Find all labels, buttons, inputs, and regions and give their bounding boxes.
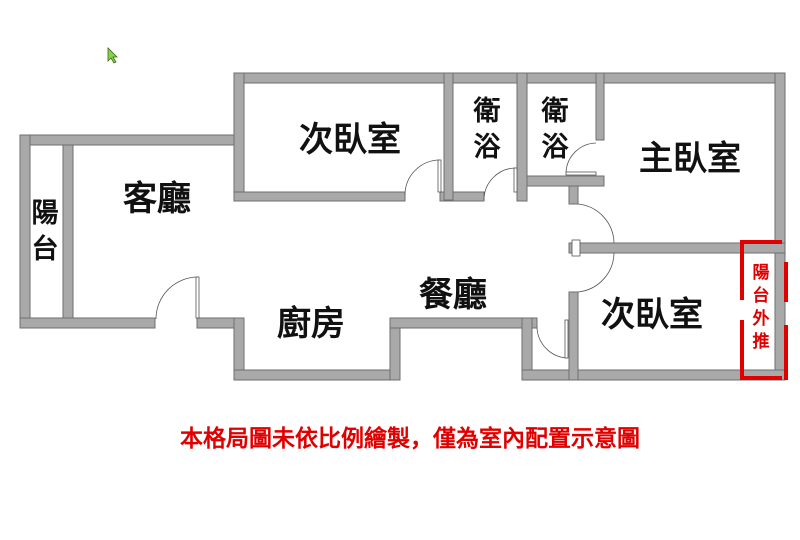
balcony-ext-label-2: 台: [753, 285, 770, 306]
disclaimer-caption: 本格局圖未依比例繪製，僅為室內配置示意圖: [180, 425, 640, 452]
room-label-bath2-1: 衛: [541, 95, 569, 127]
room-label-balcony-2: 台: [32, 233, 59, 265]
room-label-bath1-1: 衛: [473, 95, 501, 127]
room-label-kitchen: 廚房: [277, 304, 345, 344]
room-label-living-room: 客廳: [123, 179, 191, 219]
room-label-second-bedroom-bottom: 次臥室: [601, 295, 703, 335]
balcony-extension-marker: [740, 240, 788, 380]
room-label-bath1-2: 浴: [474, 132, 502, 163]
room-label-dining-room: 餐廳: [419, 275, 487, 315]
doors: [155, 142, 615, 359]
room-label-bath2-2: 浴: [542, 132, 570, 163]
walls: [19, 72, 786, 381]
balcony-ext-label-4: 推: [753, 331, 770, 352]
room-label-second-bedroom-top: 次臥室: [299, 120, 401, 160]
balcony-ext-label-1: 陽: [753, 263, 770, 283]
room-label-master-bedroom: 主臥室: [639, 139, 741, 179]
mouse-cursor-icon: [107, 47, 118, 64]
balcony-ext-label-3: 外: [753, 308, 770, 329]
room-label-balcony-1: 陽: [32, 198, 59, 229]
